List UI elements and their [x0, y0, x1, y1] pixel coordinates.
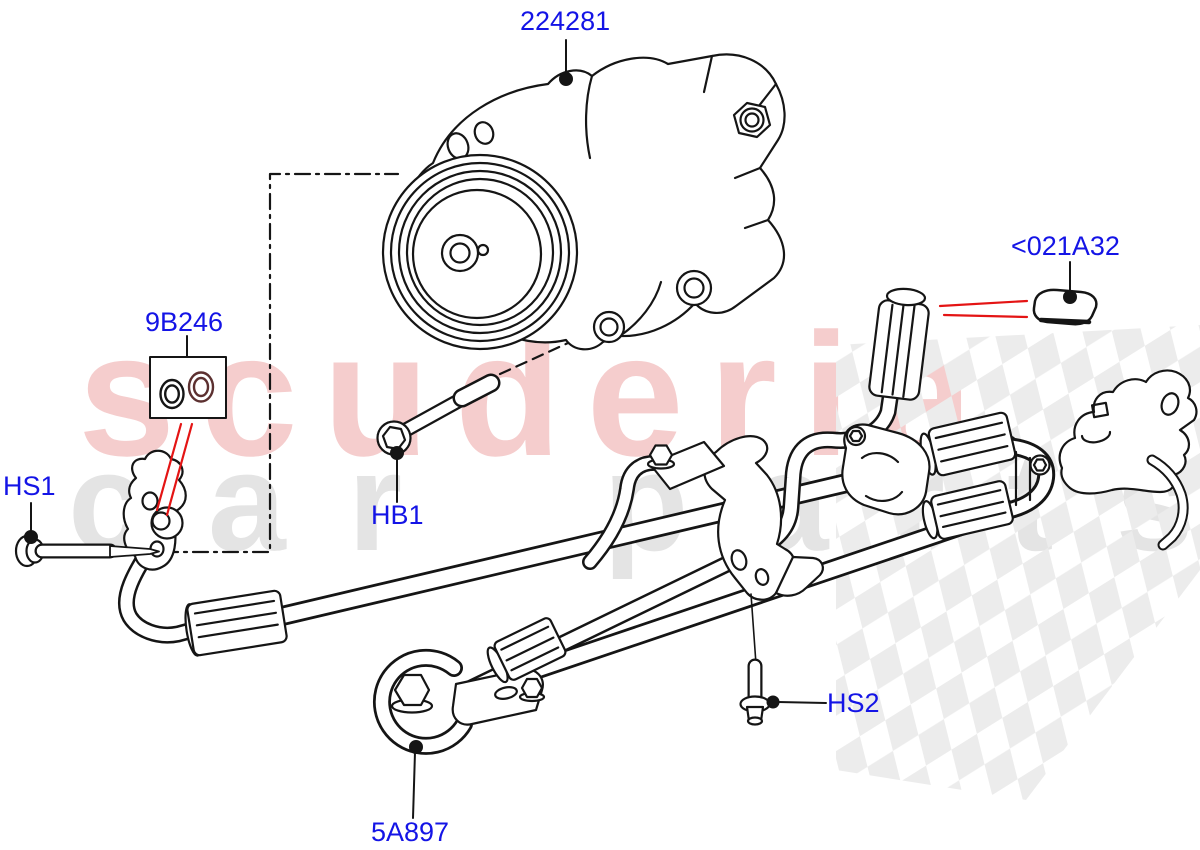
part-label-pump[interactable]: 224281 — [520, 6, 611, 36]
hose-fitting-drawing — [122, 449, 187, 571]
part-label-hs1[interactable]: HS1 — [3, 471, 56, 501]
power-steering-pump-drawing — [381, 53, 786, 351]
bolt-hs1-drawing — [14, 534, 160, 568]
part-label-seal-kit[interactable]: 9B246 — [145, 307, 224, 337]
pump-pulley — [381, 153, 579, 351]
cap-drawing — [1032, 288, 1098, 326]
bolt-hb1-drawing — [376, 373, 501, 456]
right-bracket-drawing — [841, 369, 1198, 551]
bolt-hs2-drawing — [739, 593, 771, 726]
part-label-cap[interactable]: <021A32 — [1011, 231, 1120, 261]
middle-bracket-drawing — [646, 435, 824, 601]
part-label-hs2[interactable]: HS2 — [827, 688, 880, 718]
part-label-hb1[interactable]: HB1 — [371, 500, 424, 530]
seal-kit-box-drawing — [149, 356, 227, 419]
red-pointer-lines — [155, 299, 1029, 517]
leader-lines — [24, 39, 1077, 819]
part-label-hose[interactable]: 5A897 — [371, 817, 450, 847]
